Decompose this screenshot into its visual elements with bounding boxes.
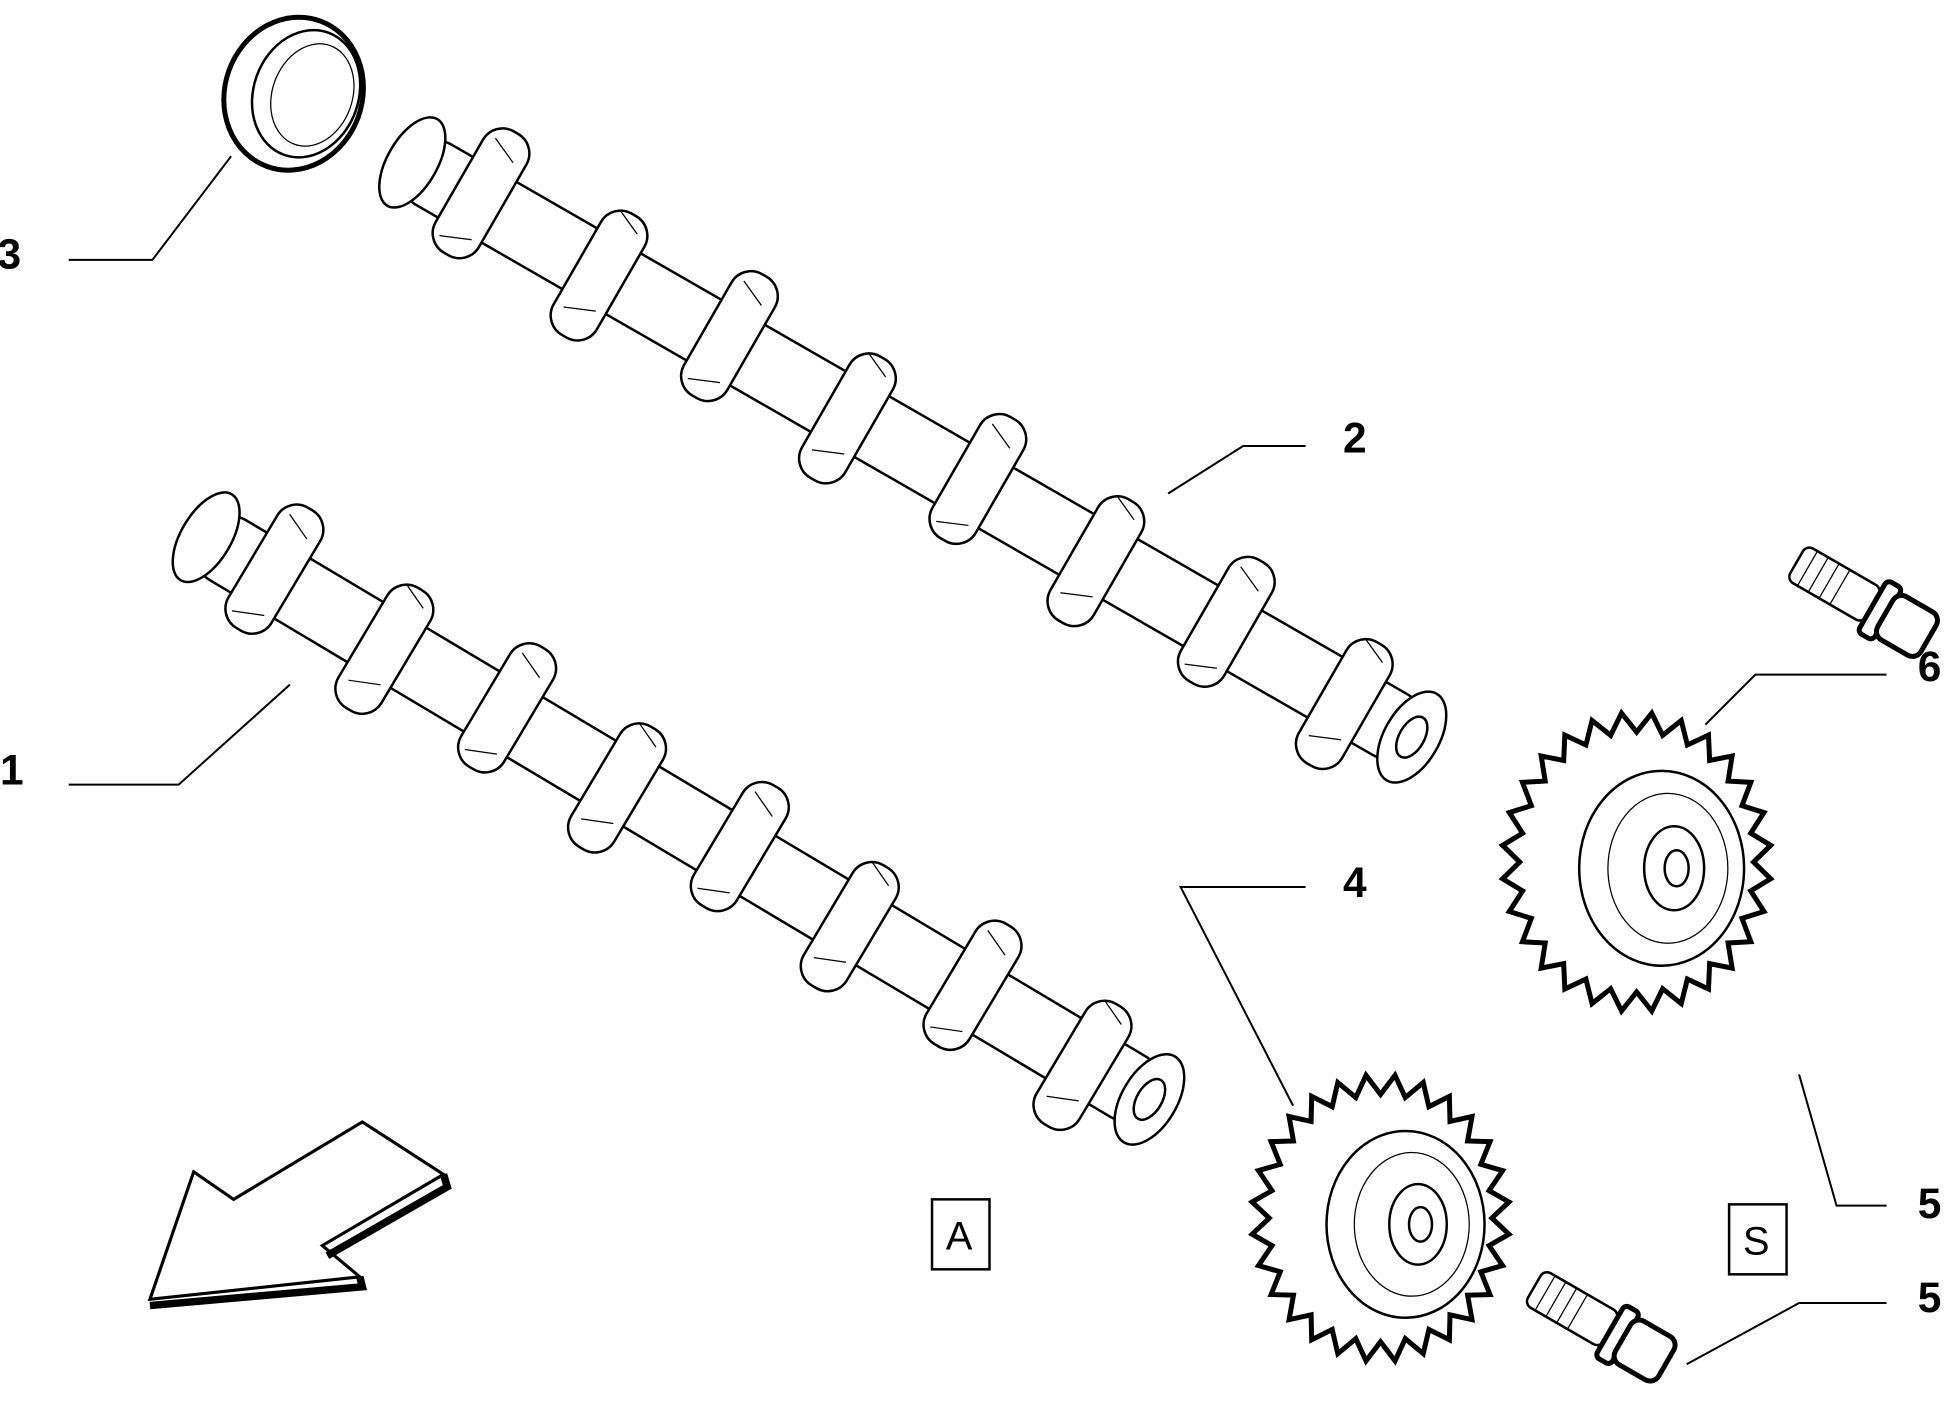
bolt-part-5-upper (1788, 546, 1940, 659)
direction-arrow-icon (147, 1120, 452, 1310)
callout-6: 6 (1918, 643, 1942, 690)
leader-line-1 (68, 683, 291, 786)
box-s (1727, 1203, 1788, 1276)
leader-line-5a (1798, 1074, 1887, 1207)
box-a-label: A (946, 1214, 973, 1258)
gear-part-6 (1498, 708, 1775, 1016)
callout-2: 2 (1343, 414, 1367, 461)
callout-1: 1 (0, 747, 24, 794)
box-s-label: S (1743, 1219, 1770, 1263)
leader-line-4 (1179, 886, 1306, 1107)
bolt-part-5-lower (1525, 1271, 1678, 1384)
callout-5a: 5 (1918, 1180, 1942, 1227)
leader-line-6 (1704, 673, 1887, 726)
leader-line-2 (1167, 445, 1306, 495)
camshaft-part-2 (378, 116, 1448, 784)
leader-line-5b (1686, 1302, 1887, 1366)
callout-3: 3 (0, 231, 21, 278)
oil-seal-part-3 (221, 14, 366, 173)
box-a (930, 1198, 991, 1271)
leader-line-3 (68, 155, 232, 261)
callout-5b: 5 (1918, 1274, 1942, 1321)
callout-4: 4 (1343, 859, 1367, 906)
gear-part-4 (1247, 1070, 1514, 1366)
camshaft-part-1 (171, 491, 1186, 1146)
